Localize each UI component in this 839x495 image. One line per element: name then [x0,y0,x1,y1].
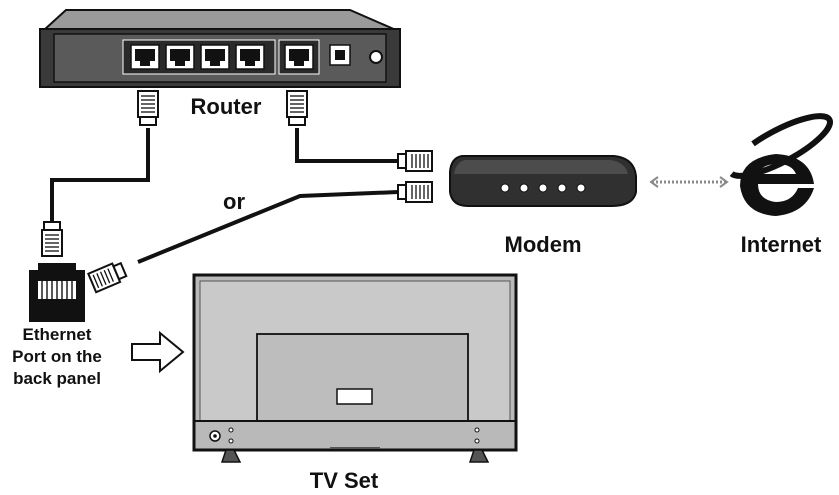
router-reset-button [369,50,383,64]
tv-set [192,273,518,463]
ethernet-port-label-line1: Ethernet [23,325,92,344]
cable-router-to-tv [41,90,159,257]
router-label: Router [191,94,262,119]
router-lan-port-1 [130,44,160,70]
ethernet-port-label-line3: back panel [13,369,101,388]
cable-router-to-modem [286,90,433,172]
router-lan-port-3 [200,44,230,70]
internet-explorer-e-icon [726,113,834,216]
router-wan-port [284,44,314,70]
router-device [39,9,401,88]
ethernet-port-label-line2: Port on the [12,347,102,366]
internet-label: Internet [741,232,822,257]
or-label: or [223,189,245,214]
router-lan-port-2 [165,44,195,70]
tv-set-label: TV Set [310,468,379,493]
ethernet-port-icon [29,263,85,322]
modem-label: Modem [505,232,582,257]
modem-internet-link [649,176,729,188]
cable-modem-to-tv-direct [87,181,433,294]
router-lan-port-4 [235,44,265,70]
modem-device [449,155,637,207]
hollow-arrow-right-icon [131,330,185,374]
